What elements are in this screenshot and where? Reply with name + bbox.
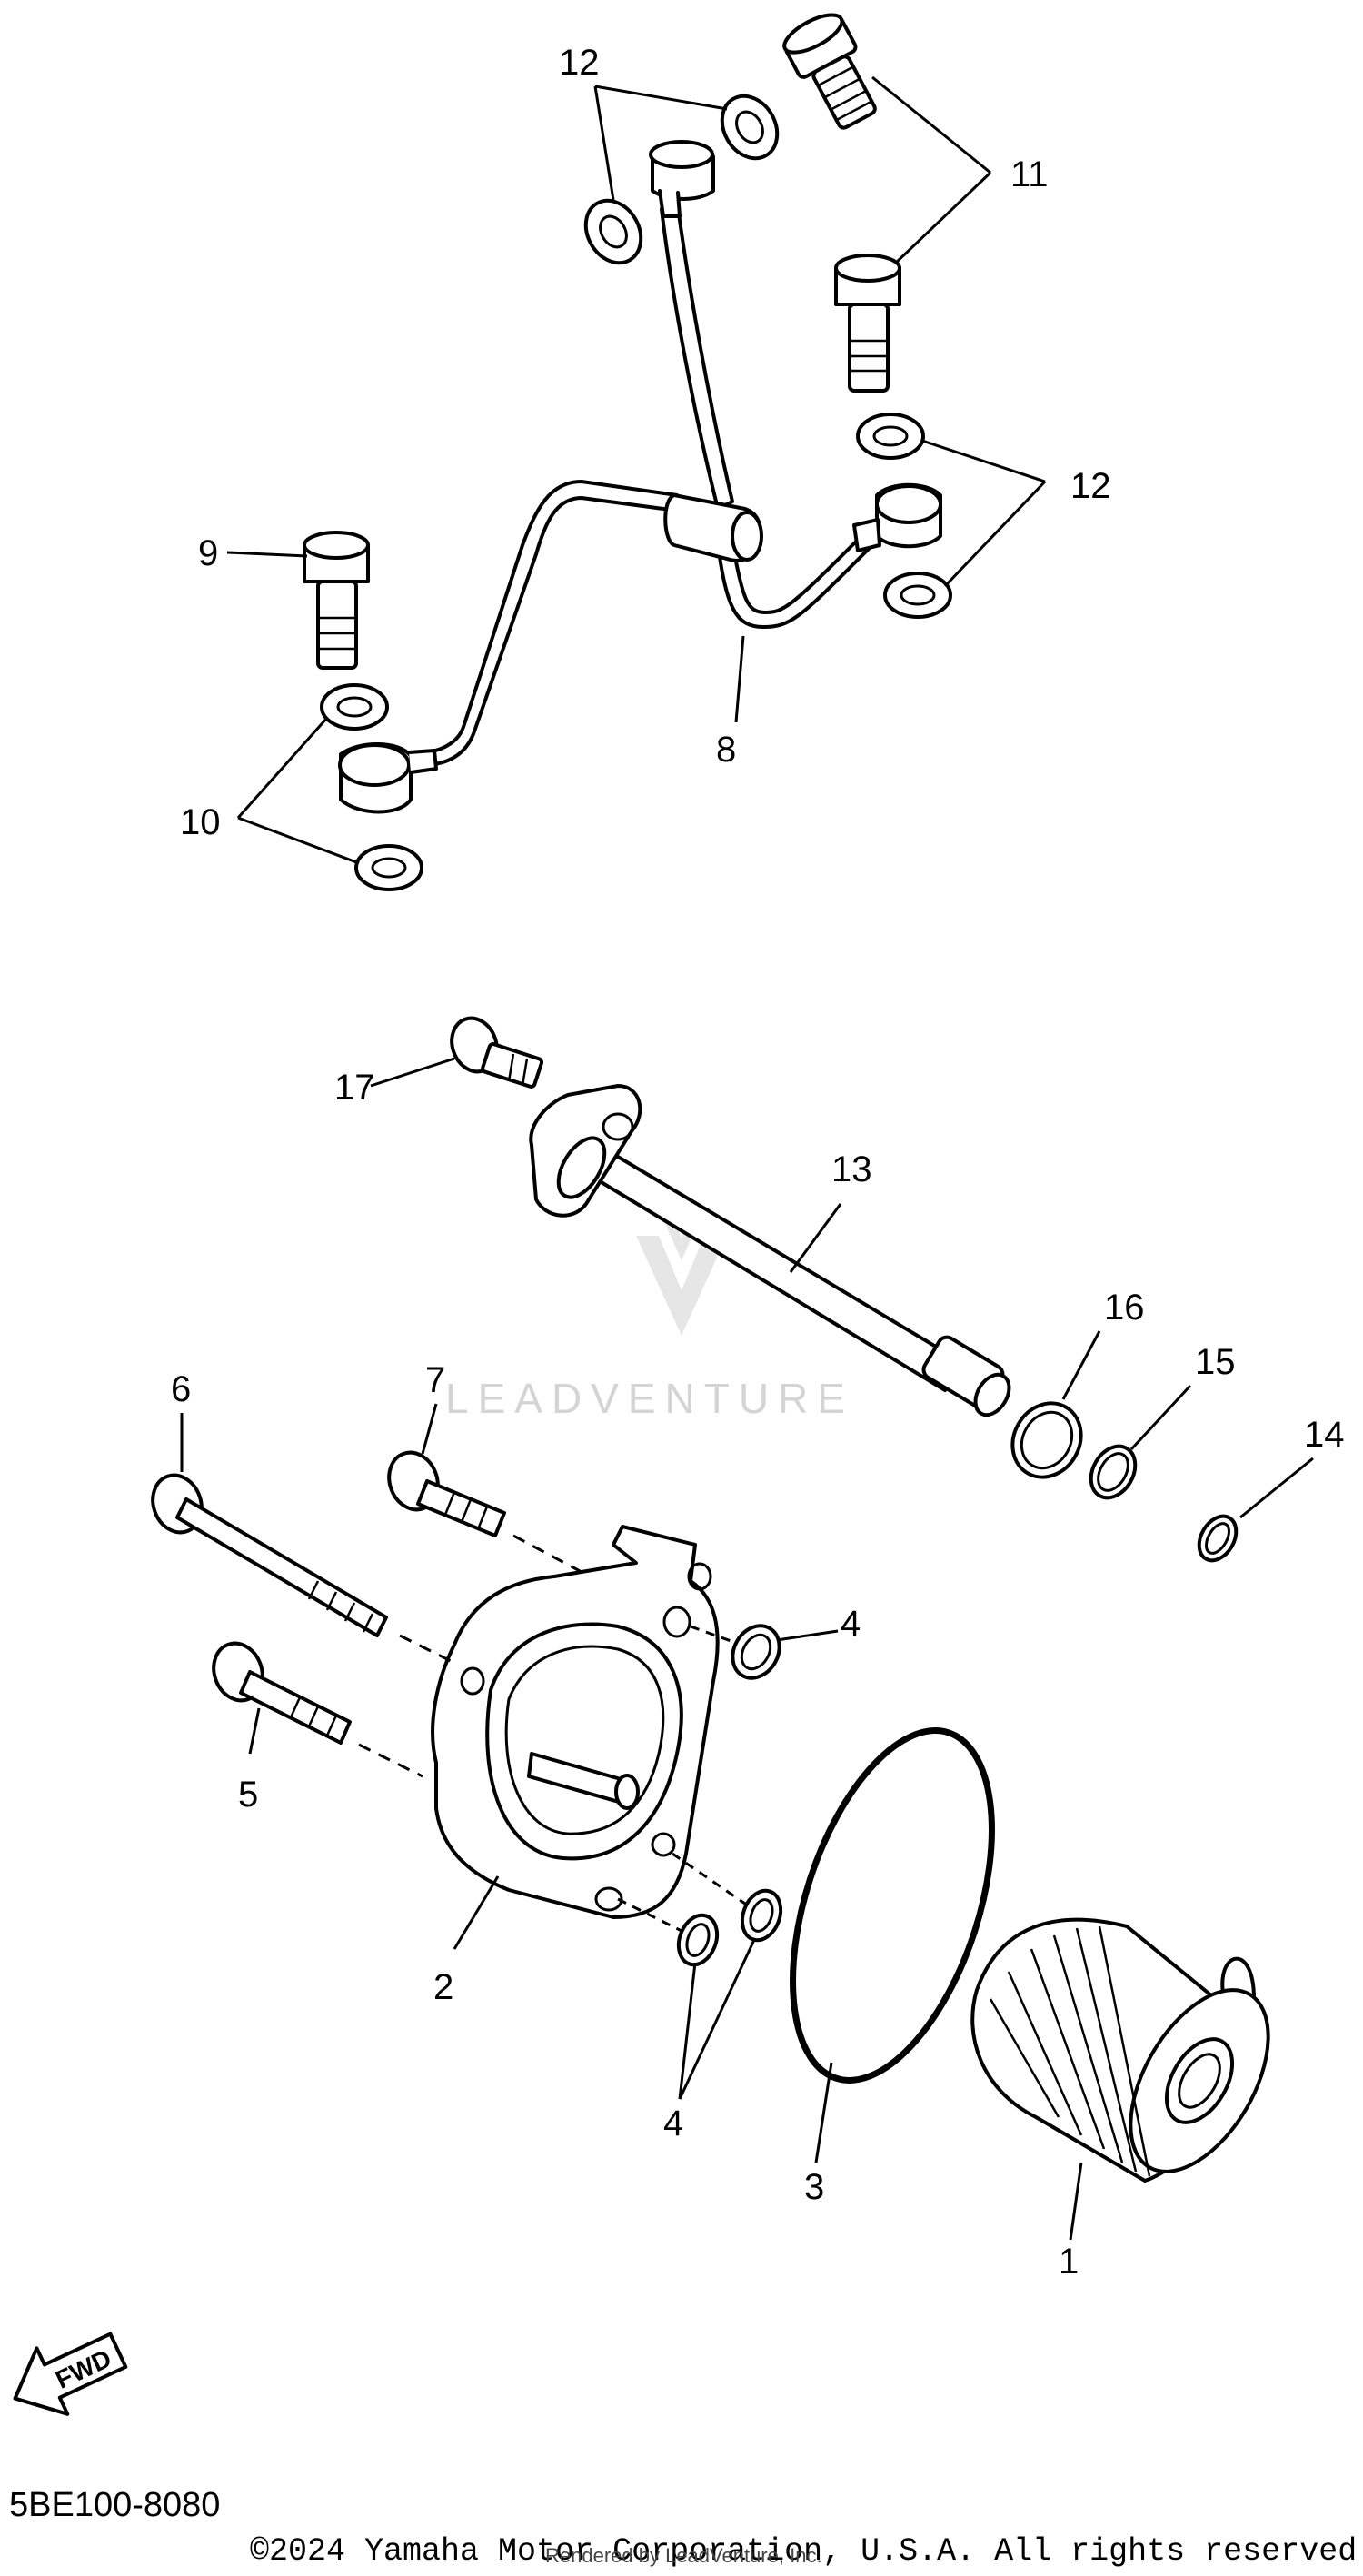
leader-lines	[180, 75, 1314, 2241]
union-bolt-11-top	[782, 13, 877, 130]
rendered-by-notice: Rendered by LeadVenture, Inc.	[545, 2544, 822, 2567]
callout-8: 8	[716, 730, 736, 770]
callout-4-lower: 4	[663, 2104, 683, 2143]
callout-5: 5	[238, 1775, 258, 1815]
callout-14: 14	[1304, 1415, 1345, 1455]
oil-pipe-13	[529, 1084, 1011, 1417]
fwd-arrow-icon: FWD	[13, 2332, 128, 2416]
o-rings-4	[676, 1624, 783, 1967]
callout-17: 17	[334, 1068, 375, 1108]
o-rings-14-15-16	[1010, 1401, 1239, 1563]
callout-2: 2	[433, 1967, 453, 2007]
oil-delivery-pipe	[338, 140, 942, 814]
bolt-17	[450, 1016, 544, 1089]
callout-11: 11	[1010, 154, 1049, 194]
copyright-notice: ©2024 Yamaha Motor Corporation, U.S.A. A…	[250, 2533, 1363, 2570]
callout-12-top: 12	[559, 43, 600, 83]
o-ring-3	[790, 1727, 995, 2084]
union-bolt-11-lower	[834, 254, 901, 393]
callout-9: 9	[198, 533, 218, 573]
callouts: 12 11 12 9 10 8 17 13 16 15 14 6 7 4 5 2…	[171, 43, 1345, 2282]
callout-16: 16	[1104, 1288, 1145, 1328]
watermark-text: LEADVENTURE	[445, 1375, 854, 1422]
callout-13: 13	[831, 1149, 872, 1189]
oil-filter-cover	[431, 1525, 720, 1919]
callout-6: 6	[171, 1369, 191, 1409]
oil-filter	[970, 1917, 1270, 2183]
gaskets-12-10	[320, 94, 952, 891]
diagram-code: 5BE100-8080	[9, 2486, 221, 2524]
callout-3: 3	[804, 2167, 824, 2207]
callout-7: 7	[425, 1360, 445, 1400]
callout-12-right: 12	[1070, 466, 1111, 506]
callout-10: 10	[180, 802, 221, 842]
union-bolt-9	[303, 531, 370, 670]
callout-4-upper: 4	[841, 1604, 861, 1644]
bolt-6	[151, 1473, 388, 1637]
callout-15: 15	[1195, 1342, 1236, 1382]
bolt-7	[387, 1450, 506, 1537]
leadventure-watermark: LEADVENTURE	[445, 1206, 854, 1422]
callout-1: 1	[1059, 2242, 1079, 2282]
bolt-5	[212, 1641, 352, 1745]
